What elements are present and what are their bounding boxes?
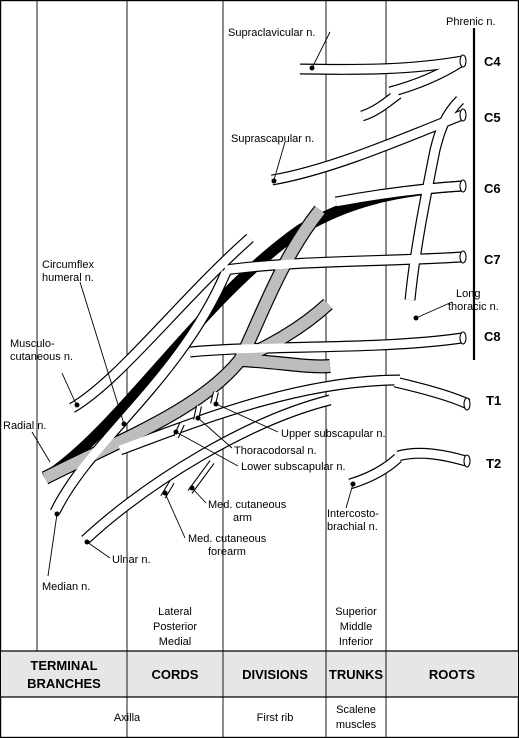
root-label-c5: C5 [484,110,501,125]
med-cut-arm-label-1: Med. cutaneous [208,499,287,511]
cord-lateral: Lateral [158,606,192,618]
header-roots: ROOTS [429,667,476,682]
c4-c5-link-fill [360,90,401,121]
musculocutaneous-label-2: cutaneous n. [10,351,73,363]
header-divisions: DIVISIONS [242,667,308,682]
leaders [31,31,453,577]
cord-posterior: Posterior [153,621,197,633]
thoracodorsal-label: Thoracodorsal n. [234,445,317,457]
intercostobrachial-label-1: Intercosto- [327,508,379,520]
header-cords: CORDS [152,667,199,682]
suprascapular-dot [271,178,277,184]
supraclavicular-dot [309,65,315,71]
long-thoracic-leader [415,301,453,319]
supraclavicular-fill [299,56,463,74]
phrenic-label: Phrenic n. [446,16,496,28]
medial-cord-fill [118,375,401,455]
posterior-division-c8-fill [239,354,331,373]
c7-end [459,250,467,264]
ulnar-fill [82,395,332,544]
upper-subscapular-label: Upper subscapular n. [281,428,386,440]
ulnar-leader [86,541,111,559]
med-cut-forearm-leader [164,492,186,539]
root-label-c6: C6 [484,181,501,196]
t1-end [463,397,471,411]
root-label-t2: T2 [486,456,501,471]
cord-medial: Medial [159,636,191,648]
c5-end [459,108,467,122]
c4-root-fill [388,57,465,97]
landmark-axilla: Axilla [114,712,141,724]
circumflex-leader [79,281,125,425]
musculocutaneous-fill [69,234,253,412]
root-label-c7: C7 [484,252,501,267]
musculocutaneous-dot [74,402,80,408]
landmark-scalene-2: muscles [336,719,377,731]
radial-label: Radial n. [3,420,46,432]
supraclavicular-label: Supraclavicular n. [228,27,315,39]
header-band [1,651,518,697]
section-headers: TERMINAL BRANCHES CORDS DIVISIONS TRUNKS… [27,658,475,691]
median-label: Median n. [42,581,90,593]
landmark-labels: Axilla First rib Scalene muscles [114,704,377,731]
lower-subscapular-label: Lower subscapular n. [241,461,346,473]
radial-leader [31,431,51,463]
median-leader [47,513,58,577]
c4-end [459,54,467,68]
supraclavicular-leader [311,31,331,69]
intercostobrachial-leader [345,483,354,509]
lower-subscapular-stub-fill [174,423,184,438]
upper-subscapular-leader [215,403,279,433]
root-labels: C4 C5 C6 C7 C8 T1 T2 [484,54,501,471]
med-cut-arm-label-2: arm [233,512,252,524]
header-terminal-2: BRANCHES [27,676,101,691]
intercostobrachial-label-2: brachial n. [327,521,378,533]
t1-root-fill [394,377,470,408]
upper-subscapular-stub-fill [211,391,218,405]
root-label-c8: C8 [484,329,501,344]
column-separators [36,0,387,738]
thoracodorsal-leader [197,417,233,449]
med-cut-forearm-label-1: Med. cutaneous [188,533,267,545]
t2-end [463,454,471,468]
circumflex-dot [121,421,127,427]
suprascapular-leader [273,141,286,181]
suprascapular-label: Suprascapular n. [231,133,314,145]
med-cut-forearm-label-2: forearm [208,546,246,558]
c6-root-fill [335,181,463,207]
musculocutaneous-leader [61,372,77,405]
lower-subscapular-leader [175,431,239,467]
cord-labels: Lateral Posterior Medial [153,606,197,648]
t2-root-fill [396,448,468,466]
header-terminal-1: TERMINAL [30,658,97,673]
landmark-first-rib: First rib [257,712,294,724]
circumflex-label-1: Circumflex [42,259,94,271]
c8-root-fill [189,333,463,357]
median-fill [51,270,230,514]
trunk-superior: Superior [335,606,377,618]
trunk-middle: Middle [340,621,372,633]
c6-end [459,179,467,193]
nerve-labels: Phrenic n. Supraclavicular n. Suprascapu… [3,16,499,593]
header-trunks: TRUNKS [329,667,383,682]
c8-end [459,331,467,345]
trunk-labels: Superior Middle Inferior [335,606,377,648]
nerve-fills [51,56,470,544]
musculocutaneous-label-1: Musculo- [10,338,55,350]
med-cut-arm-leader [191,487,207,504]
root-label-c4: C4 [484,54,501,69]
c7-root-fill [224,252,463,275]
long-thoracic-label-1: Long [456,288,480,300]
root-ends [459,54,471,468]
circumflex-label-2: humeral n. [42,272,94,284]
long-thoracic-label-2: thoracic n. [448,301,499,313]
ulnar-label: Ulnar n. [112,554,151,566]
long-thoracic-dot [413,315,419,321]
long-thoracic-fill [405,96,464,301]
root-label-t1: T1 [486,393,501,408]
trunk-inferior: Inferior [339,636,374,648]
landmark-scalene-1: Scalene [336,704,376,716]
